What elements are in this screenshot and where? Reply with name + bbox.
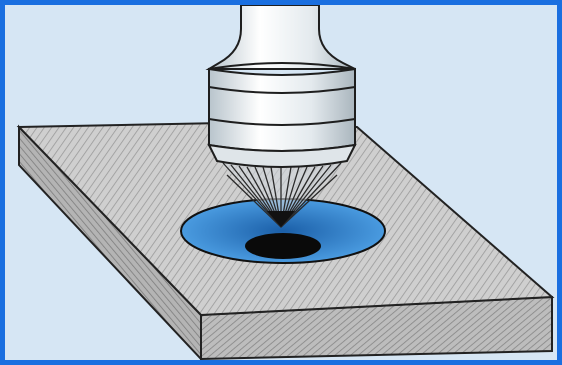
melt-pool	[245, 233, 321, 259]
treated-zone	[180, 198, 386, 264]
nozzle-cylinder	[208, 67, 356, 152]
nozzle-collar	[207, 143, 357, 168]
nozzle-tube	[205, 5, 356, 70]
laser-nozzle-icon	[205, 5, 357, 168]
laser-surface-treatment-diagram	[16, 5, 555, 360]
laser-beam	[221, 162, 343, 228]
